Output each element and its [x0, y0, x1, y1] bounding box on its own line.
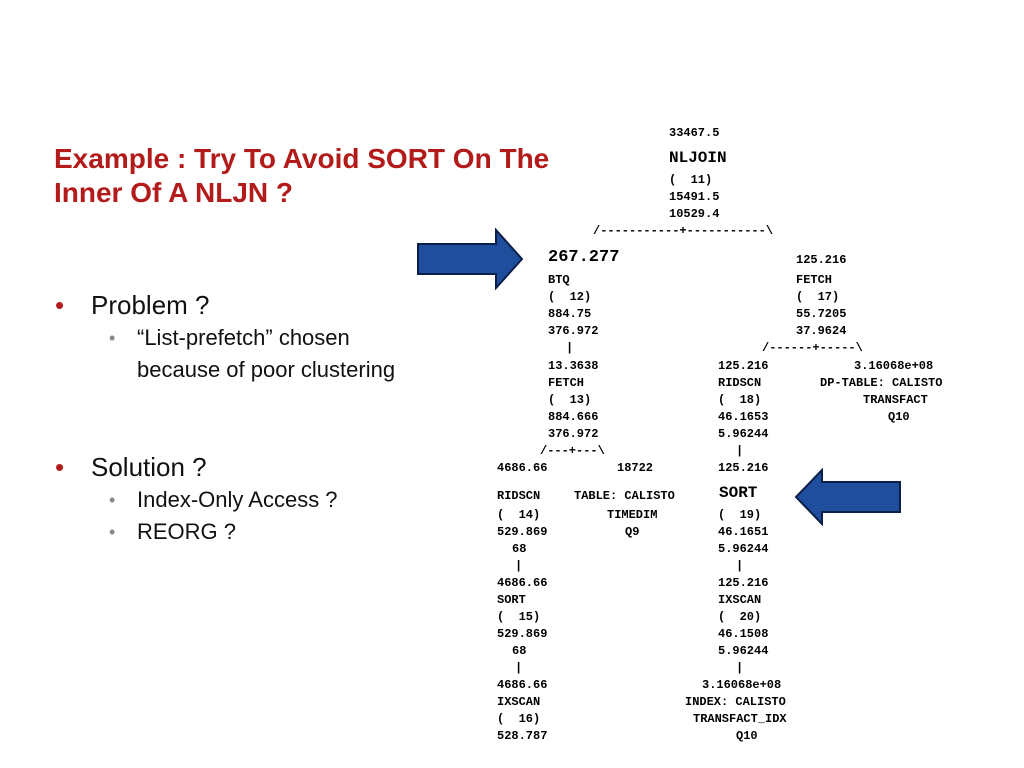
- bullet-solution: Solution ?: [55, 450, 435, 484]
- plan-value: 5.96244: [718, 542, 769, 556]
- plan-operator-sort: SORT: [719, 484, 758, 502]
- plan-branch: |: [515, 661, 523, 675]
- plan-qualifier: Q10: [888, 410, 910, 424]
- plan-value: 15491.5: [669, 190, 720, 204]
- plan-branch: |: [566, 341, 574, 355]
- plan-index-name: TRANSFACT_IDX: [693, 712, 787, 726]
- plan-operator: IXSCAN: [497, 695, 541, 709]
- plan-node-id: ( 19): [718, 508, 762, 522]
- plan-branch: |: [736, 444, 744, 458]
- bullet-problem: Problem ?: [55, 288, 435, 322]
- plan-value: 376.972: [548, 324, 599, 338]
- plan-table: TABLE: CALISTO: [574, 489, 675, 503]
- plan-branch: /------+-----\: [762, 341, 863, 355]
- plan-qualifier: Q10: [736, 729, 758, 743]
- plan-value: 37.9624: [796, 324, 847, 338]
- plan-branch: /-----------+-----------\: [593, 224, 774, 238]
- plan-value: 33467.5: [669, 126, 720, 140]
- plan-value: 13.3638: [548, 359, 599, 373]
- plan-operator: IXSCAN: [718, 593, 762, 607]
- plan-value: 46.1651: [718, 525, 769, 539]
- plan-table-name: TIMEDIM: [607, 508, 658, 522]
- plan-branch: |: [515, 559, 523, 573]
- plan-value: 528.787: [497, 729, 548, 743]
- plan-value: 5.96244: [718, 644, 769, 658]
- arrow-right-icon: [417, 228, 524, 290]
- plan-value: 5.96244: [718, 427, 769, 441]
- plan-value: 10529.4: [669, 207, 720, 221]
- plan-node-id: ( 12): [548, 290, 592, 304]
- plan-operator: FETCH: [548, 376, 585, 390]
- plan-operator: FETCH: [796, 273, 833, 287]
- plan-value: 3.16068e+08: [702, 678, 782, 692]
- plan-value: 884.75: [548, 307, 592, 321]
- sub-bullet-index-only: Index-Only Access ?: [55, 484, 435, 516]
- plan-value: 4686.66: [497, 461, 548, 475]
- plan-node-id: ( 16): [497, 712, 541, 726]
- plan-value: 125.216: [718, 576, 769, 590]
- plan-operator: RIDSCN: [718, 376, 762, 390]
- plan-value: 125.216: [796, 253, 847, 267]
- sub-bullet-reorg: REORG ?: [55, 516, 435, 548]
- plan-branch: /---+---\: [540, 444, 605, 458]
- plan-node-id: ( 14): [497, 508, 541, 522]
- plan-value: 376.972: [548, 427, 599, 441]
- sub-bullet-list-prefetch: “List-prefetch” chosen because of poor c…: [55, 322, 435, 386]
- plan-value: 46.1508: [718, 627, 769, 641]
- plan-value: 18722: [617, 461, 654, 475]
- plan-branch: |: [736, 559, 744, 573]
- bullet-list: Problem ? “List-prefetch” chosen because…: [55, 288, 435, 548]
- plan-value: 267.277: [548, 248, 620, 267]
- plan-value: 3.16068e+08: [854, 359, 934, 373]
- plan-operator: SORT: [497, 593, 526, 607]
- plan-value: 125.216: [718, 461, 769, 475]
- plan-value: 529.869: [497, 525, 548, 539]
- plan-index: INDEX: CALISTO: [685, 695, 786, 709]
- plan-operator: NLJOIN: [669, 149, 727, 167]
- plan-node-id: ( 11): [669, 173, 713, 187]
- plan-value: 46.1653: [718, 410, 769, 424]
- arrow-left-icon: [794, 468, 901, 526]
- plan-table-name: TRANSFACT: [863, 393, 928, 407]
- plan-branch: |: [736, 661, 744, 675]
- plan-operator: BTQ: [548, 273, 570, 287]
- plan-value: 529.869: [497, 627, 548, 641]
- plan-value: 4686.66: [497, 576, 548, 590]
- plan-value: 125.216: [718, 359, 769, 373]
- plan-table: DP-TABLE: CALISTO: [820, 376, 943, 390]
- plan-value: 68: [512, 542, 527, 556]
- plan-value: 4686.66: [497, 678, 548, 692]
- slide-title: Example : Try To Avoid SORT On The Inner…: [54, 143, 550, 208]
- plan-qualifier: Q9: [625, 525, 640, 539]
- plan-node-id: ( 15): [497, 610, 541, 624]
- plan-value: 55.7205: [796, 307, 847, 321]
- plan-node-id: ( 13): [548, 393, 592, 407]
- plan-operator: RIDSCN: [497, 489, 541, 503]
- plan-node-id: ( 18): [718, 393, 762, 407]
- plan-value: 68: [512, 644, 527, 658]
- plan-node-id: ( 17): [796, 290, 840, 304]
- plan-node-id: ( 20): [718, 610, 762, 624]
- plan-value: 884.666: [548, 410, 599, 424]
